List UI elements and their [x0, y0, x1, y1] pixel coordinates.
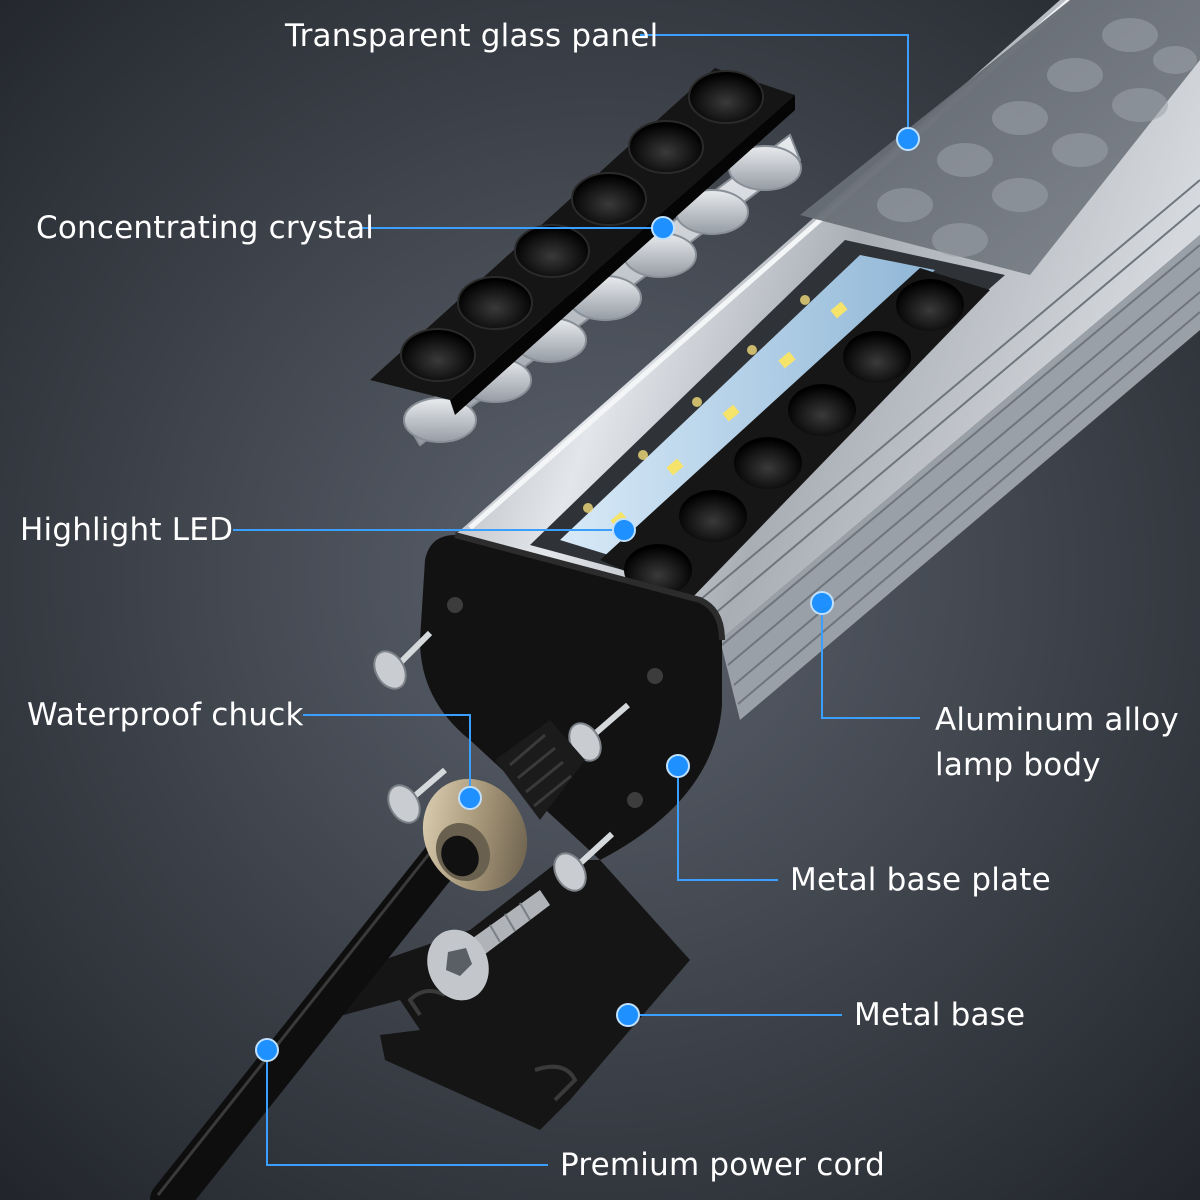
- screws: [373, 630, 630, 892]
- callout-dot-glass-panel: [896, 127, 920, 151]
- end-cap: [420, 532, 725, 860]
- concentrating-crystal: [370, 68, 802, 447]
- waterproof-chuck: [422, 720, 585, 892]
- callout-line-glass-panel: [640, 34, 909, 137]
- callout-dots: [255, 127, 920, 1062]
- callout-dot-crystal: [651, 216, 675, 240]
- callout-line-body: [821, 603, 920, 719]
- power-cord: [150, 810, 485, 1200]
- label-concentrating-crystal: Concentrating crystal: [36, 210, 375, 246]
- glass-panel: [800, 0, 1200, 275]
- callout-dot-base: [616, 1003, 640, 1027]
- label-aluminum-body: Aluminum alloy lamp body: [935, 702, 1179, 783]
- callout-dot-body: [810, 591, 834, 615]
- label-highlight-led: Highlight LED: [20, 512, 234, 548]
- callout-dot-base-plate: [666, 754, 690, 778]
- label-metal-base: Metal base: [854, 997, 1026, 1033]
- metal-base: [325, 860, 690, 1130]
- lens-row: [600, 268, 990, 600]
- callout-dot-chuck: [458, 786, 482, 810]
- label-metal-base-plate: Metal base plate: [790, 862, 1051, 898]
- label-glass-panel: Transparent glass panel: [285, 18, 659, 54]
- label-power-cord: Premium power cord: [560, 1147, 885, 1183]
- callout-dot-cord: [255, 1038, 279, 1062]
- callout-lines: [233, 34, 920, 1166]
- callout-dot-led: [612, 518, 636, 542]
- hex-bolt: [427, 890, 550, 1001]
- callout-line-chuck: [303, 714, 471, 797]
- callout-line-cord: [266, 1050, 548, 1166]
- label-waterproof-chuck: Waterproof chuck: [27, 697, 304, 733]
- callout-line-base-plate: [677, 766, 778, 881]
